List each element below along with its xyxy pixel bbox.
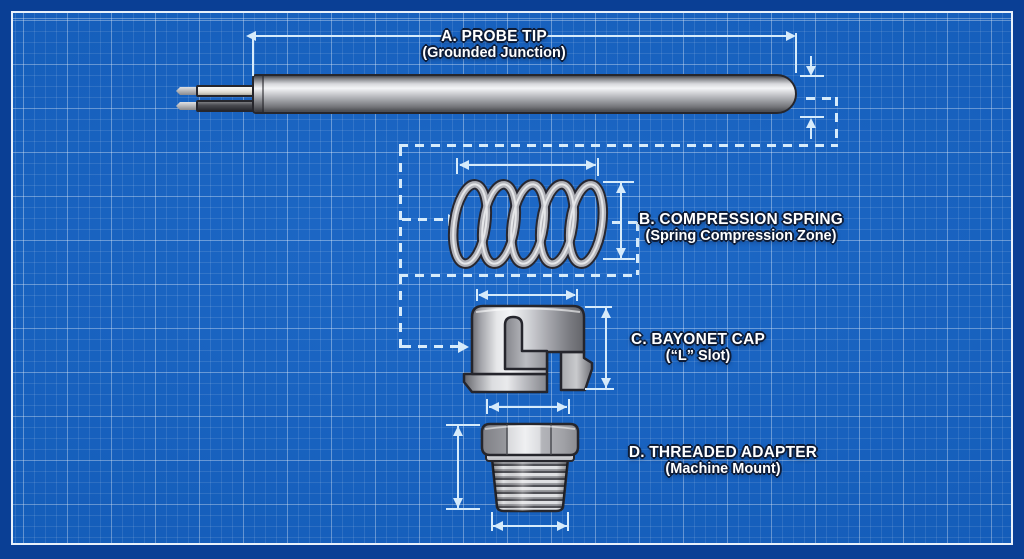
dim-cap-height-line	[605, 308, 607, 388]
dim-cap-height-tick-top	[585, 306, 612, 308]
dim-a-extension-right	[795, 33, 797, 73]
part-label-probe-tip: A. PROBE TIP (Grounded Junction)	[379, 28, 609, 62]
dim-cap-base-tick-left	[486, 399, 488, 414]
compression-spring-figure	[447, 179, 609, 269]
bare-wire-tip-bottom	[176, 102, 198, 110]
adapter-hex-head	[480, 422, 580, 457]
cap-right-prong	[559, 350, 594, 392]
thermocouple-wire-white	[196, 85, 256, 97]
dim-adapter-thread-arrow-right	[557, 521, 567, 531]
threaded-adapter-figure	[480, 422, 580, 513]
dim-spring-width-line	[460, 164, 596, 166]
callout-tip-horizontal	[806, 97, 838, 100]
dim-adapter-height-arrow-down	[453, 498, 463, 508]
dim-spring-width-arrow-left	[459, 160, 469, 170]
part-label-threaded-adapter-title: D. THREADED ADAPTER	[628, 444, 818, 461]
dim-tip-arrow-up	[806, 118, 816, 128]
dim-adapter-height-tick-top	[446, 424, 480, 426]
dim-a-line-right	[542, 35, 788, 37]
dim-adapter-height-line	[457, 426, 459, 508]
dim-adapter-thread-arrow-left	[493, 521, 503, 531]
spring-coil-outline	[447, 179, 609, 269]
dim-cap-width-line	[479, 294, 575, 296]
dim-tip-tick-top	[800, 75, 824, 77]
spring-coil-sheen	[452, 183, 604, 265]
dim-cap-base-arrow-left	[489, 402, 499, 412]
cap-callout-arrow-line	[402, 345, 458, 348]
cap-bottom-skirt	[462, 372, 549, 394]
part-label-bayonet-cap: C. BAYONET CAP (“L” Slot)	[593, 331, 803, 365]
dim-spring-width-tick-right	[597, 158, 599, 176]
part-label-threaded-adapter-subtitle: (Machine Mount)	[665, 461, 781, 477]
callout-tip-vertical	[835, 97, 838, 146]
part-label-compression-spring: B. COMPRESSION SPRING (Spring Compressio…	[611, 211, 871, 245]
dim-adapter-thread-tick-left	[491, 512, 493, 531]
dim-a-line-left	[256, 35, 446, 37]
spring-zone-box-top	[399, 144, 838, 147]
dim-adapter-thread-tick-right	[567, 512, 569, 531]
cap-callout-arrowhead	[458, 341, 469, 353]
dim-cap-width-tick-left	[476, 289, 478, 301]
adapter-hex-top-highlight	[484, 425, 576, 430]
part-label-probe-tip-title: A. PROBE TIP	[441, 28, 547, 45]
dim-spring-height-arrow-up	[616, 183, 626, 193]
part-label-bayonet-cap-subtitle: (“L” Slot)	[665, 348, 731, 364]
spring-callout-arrow-line	[402, 218, 448, 221]
spring-zone-box-right	[636, 222, 639, 275]
dim-tip-stem-bottom	[810, 128, 812, 139]
probe-sheath-left-end	[254, 76, 264, 112]
dim-cap-width-arrow-right	[566, 290, 576, 300]
part-label-threaded-adapter: D. THREADED ADAPTER (Machine Mount)	[605, 444, 841, 478]
dim-spring-width-tick-left	[456, 158, 458, 174]
dim-tip-tick-bottom	[800, 116, 824, 118]
spring-zone-box-left	[399, 147, 402, 348]
bayonet-cap-figure	[462, 304, 594, 394]
dim-cap-base-arrow-right	[557, 402, 567, 412]
dim-tip-arrow-down	[806, 66, 816, 76]
spring-zone-box-right-stub	[612, 221, 638, 224]
cap-body	[470, 304, 586, 376]
part-label-probe-tip-subtitle: (Grounded Junction)	[422, 45, 566, 61]
dim-adapter-thread-line	[493, 525, 567, 527]
dim-a-arrow-right	[786, 31, 796, 41]
dim-cap-height-arrow-up	[601, 308, 611, 318]
dim-cap-base-line	[489, 406, 567, 408]
dim-cap-height-arrow-down	[601, 378, 611, 388]
part-label-compression-spring-title: B. COMPRESSION SPRING	[638, 211, 843, 228]
spring-zone-box-bottom	[399, 274, 639, 277]
part-label-bayonet-cap-title: C. BAYONET CAP	[631, 331, 765, 348]
adapter-threads-shading	[492, 459, 568, 511]
dim-cap-width-arrow-left	[478, 290, 488, 300]
dim-tip-stem-top	[810, 56, 812, 67]
adapter-hex-facet-lines	[506, 424, 552, 455]
dim-spring-width-arrow-right	[586, 160, 596, 170]
dim-cap-width-tick-right	[576, 289, 578, 301]
cap-l-slot	[503, 315, 549, 371]
dim-spring-height-tick-top	[603, 181, 634, 183]
thermocouple-wire-dark	[196, 100, 256, 112]
dim-a-arrow-left	[246, 31, 256, 41]
dim-spring-height-tick-bottom	[603, 258, 635, 260]
dim-cap-base-tick-right	[568, 399, 570, 414]
dim-spring-height-arrow-down	[616, 248, 626, 258]
part-label-compression-spring-subtitle: (Spring Compression Zone)	[645, 228, 837, 244]
dim-a-extension-left	[252, 33, 254, 76]
dim-adapter-height-tick-bottom	[446, 508, 480, 510]
dim-adapter-height-arrow-up	[453, 426, 463, 436]
probe-sheath-figure	[252, 74, 797, 114]
bare-wire-tip-top	[176, 87, 198, 95]
dim-spring-height-line	[620, 183, 622, 258]
dim-cap-height-tick-bottom	[585, 388, 614, 390]
cap-top-rim-highlight	[475, 307, 581, 313]
